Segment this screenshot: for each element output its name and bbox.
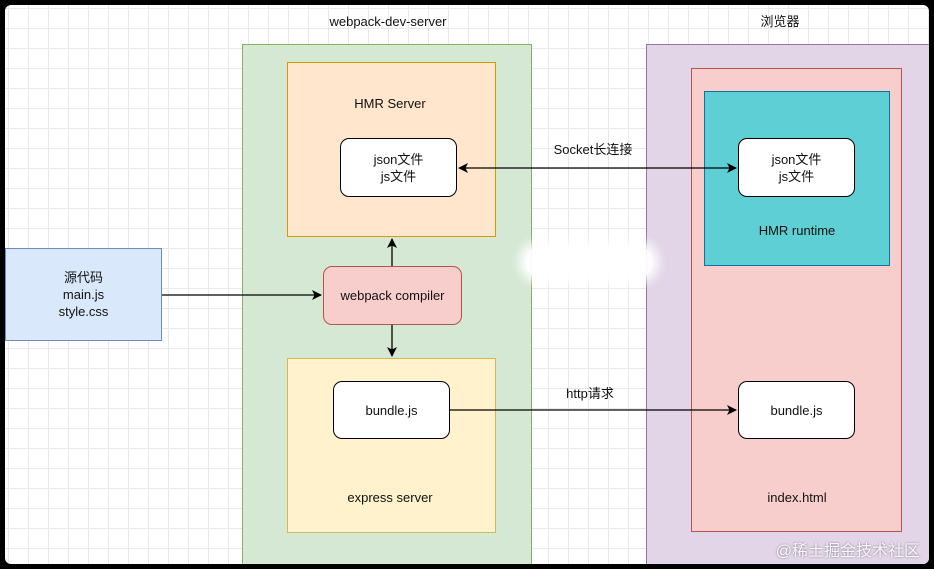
browser-bundle-node: bundle.js [738, 381, 855, 439]
source-line-2: main.js [62, 287, 105, 302]
webpack-compiler-node: webpack compiler [323, 266, 462, 325]
hmr-runtime-label: HMR runtime [758, 223, 836, 238]
http-edge-label: http请求 [566, 386, 614, 401]
browser-files-node: json文件 js文件 [738, 138, 855, 197]
watermark: @稀土掘金技术社区 [775, 543, 920, 560]
browser-bundle-label: bundle.js [770, 402, 823, 418]
express-server-label: express server [347, 490, 433, 505]
source-line-1: 源代码 [63, 270, 103, 285]
hmr-server-label: HMR Server [354, 96, 426, 111]
server-files-line-1: json文件 [373, 151, 424, 167]
blurred-patch [525, 247, 653, 277]
server-bundle-node: bundle.js [333, 381, 450, 439]
source-line-3: style.css [58, 304, 109, 319]
source-code-node: 源代码 main.js style.css [5, 248, 162, 341]
dev-server-title: webpack-dev-server [329, 14, 447, 29]
socket-edge-label: Socket长连接 [553, 142, 633, 157]
server-files-line-2: js文件 [380, 168, 417, 184]
browser-files-line-2: js文件 [778, 168, 815, 184]
index-html-label: index.html [767, 490, 827, 505]
hmr-runtime-box [704, 91, 890, 266]
browser-title: 浏览器 [760, 14, 800, 29]
server-bundle-label: bundle.js [365, 402, 418, 418]
server-files-node: json文件 js文件 [340, 138, 457, 197]
browser-files-line-1: json文件 [771, 151, 822, 167]
compiler-label: webpack compiler [340, 288, 445, 303]
diagram-canvas: webpack-dev-server 浏览器 HMR Server expres… [5, 5, 929, 564]
